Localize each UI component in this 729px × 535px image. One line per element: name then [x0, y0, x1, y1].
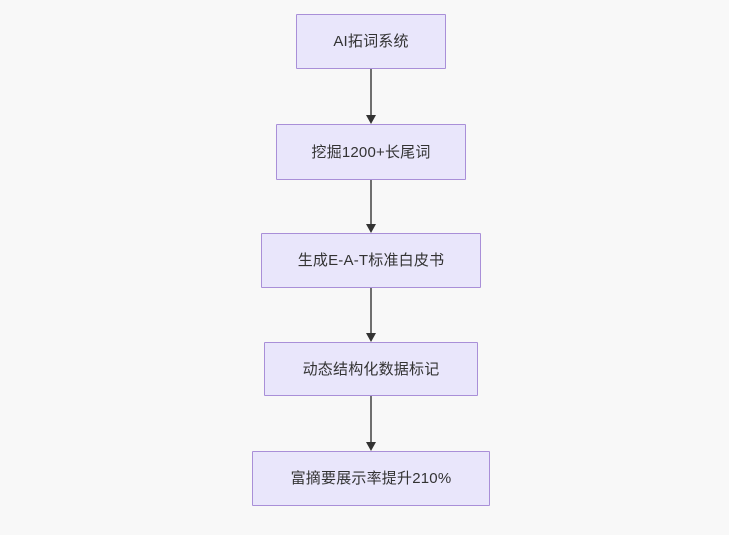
flow-node[interactable]: 生成E-A-T标准白皮书 [261, 233, 481, 288]
edge-line [370, 396, 372, 442]
flow-node[interactable]: AI拓词系统 [296, 14, 446, 69]
flow-node[interactable]: 动态结构化数据标记 [264, 342, 478, 396]
flow-node-label: 生成E-A-T标准白皮书 [297, 252, 445, 269]
edge-line [370, 69, 372, 115]
flow-node[interactable]: 富摘要展示率提升210% [252, 451, 490, 506]
flow-node-label: 富摘要展示率提升210% [290, 470, 452, 487]
arrowhead-icon [366, 333, 376, 342]
arrowhead-icon [366, 224, 376, 233]
edge-line [370, 180, 372, 224]
flow-node-label: AI拓词系统 [333, 33, 409, 50]
flow-node[interactable]: 挖掘1200+长尾词 [276, 124, 466, 180]
arrowhead-icon [366, 115, 376, 124]
flow-node-label: 挖掘1200+长尾词 [311, 143, 431, 161]
flow-node-label: 动态结构化数据标记 [302, 360, 440, 378]
edge-line [370, 288, 372, 333]
arrowhead-icon [366, 442, 376, 451]
